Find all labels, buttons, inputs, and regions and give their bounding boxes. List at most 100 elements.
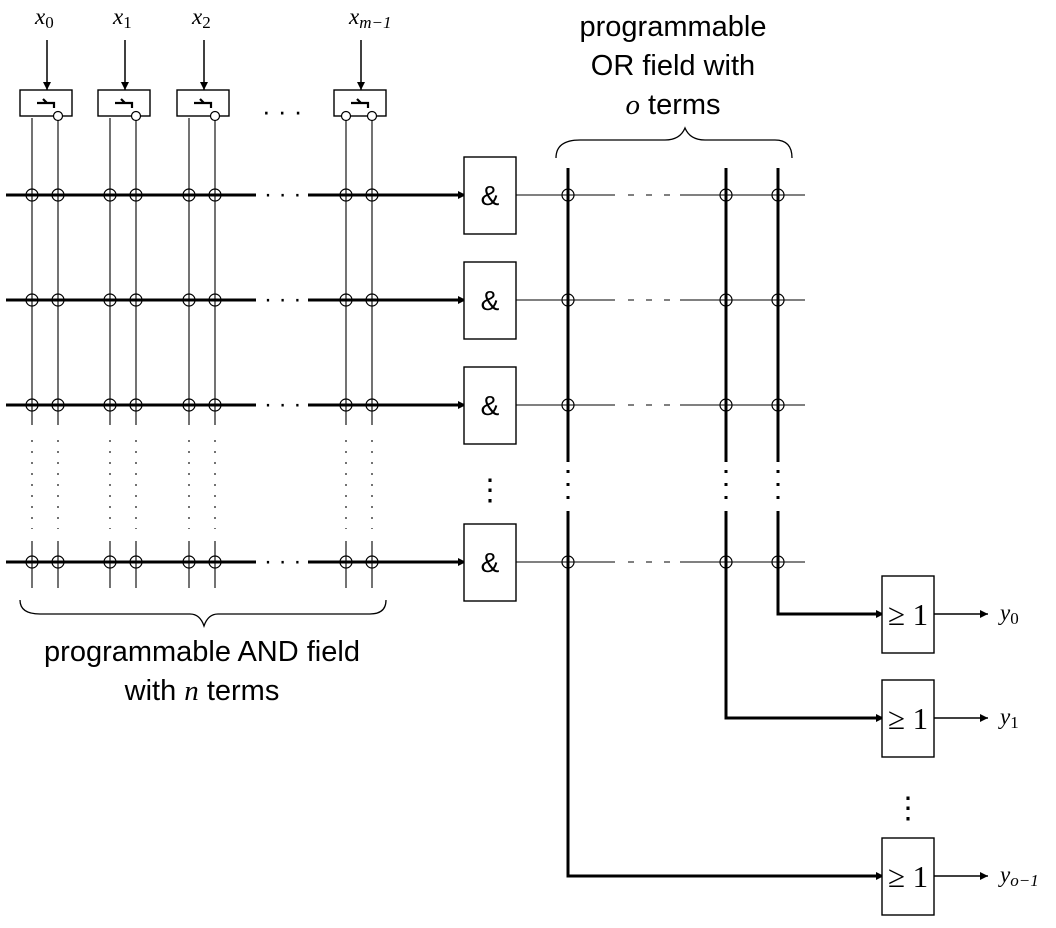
and-junction xyxy=(339,293,353,307)
or-field-brace xyxy=(555,126,793,159)
or-junction xyxy=(771,398,785,412)
and-junction xyxy=(129,293,143,307)
input-subscript: 2 xyxy=(202,13,211,32)
buffer-glyph-icon xyxy=(115,98,134,108)
or-field-label-line3: o terms xyxy=(560,86,786,125)
and-gate-symbol: & xyxy=(481,390,500,421)
input-label: x2 xyxy=(191,4,211,32)
output-subscript: o−1 xyxy=(1010,871,1038,890)
and-junction xyxy=(365,188,379,202)
and-junction xyxy=(208,293,222,307)
and-field-brace xyxy=(19,599,387,629)
output-subscript: 0 xyxy=(1010,609,1019,628)
output-subscript: 1 xyxy=(1010,713,1019,732)
and-junction xyxy=(208,188,222,202)
or-field-label-line1: programmable xyxy=(579,11,767,43)
and-field-terms: terms xyxy=(198,675,280,707)
and-junction xyxy=(129,398,143,412)
and-gate-box xyxy=(463,156,517,235)
and-field-label-line2: with n terms xyxy=(12,672,392,711)
output-label: y0 xyxy=(998,600,1019,628)
or-junction xyxy=(771,188,785,202)
and-junction xyxy=(51,398,65,412)
input-label: xm−1 xyxy=(348,4,391,32)
and-junction xyxy=(182,188,196,202)
and-junction xyxy=(25,555,39,569)
and-row-ellipsis: · · · xyxy=(264,548,301,575)
and-row-ellipsis: · · · xyxy=(264,181,301,208)
or-gate-symbol: ≥ 1 xyxy=(888,701,928,736)
and-junction xyxy=(51,188,65,202)
and-junction xyxy=(103,555,117,569)
and-junction xyxy=(51,555,65,569)
and-gate-symbol: & xyxy=(481,180,500,211)
and-junction xyxy=(129,555,143,569)
and-junction xyxy=(25,188,39,202)
output-label: y1 xyxy=(998,704,1019,732)
input-subscript: 1 xyxy=(123,13,132,32)
or-gate-symbol: ≥ 1 xyxy=(888,597,928,632)
and-junction xyxy=(182,398,196,412)
and-gates-ellipsis: ⋮ xyxy=(475,474,505,507)
or-junction xyxy=(719,398,733,412)
inputs-ellipsis: · · · xyxy=(262,96,302,126)
inverter-bubble-icon xyxy=(340,110,352,122)
and-junction xyxy=(208,555,222,569)
and-junction xyxy=(339,398,353,412)
and-field-label-line1: programmable AND field xyxy=(44,636,360,668)
or-gate-symbol: ≥ 1 xyxy=(888,859,928,894)
input-var: x xyxy=(112,4,124,29)
or-field-var: o xyxy=(625,89,640,121)
and-field-label: programmable AND field with n terms xyxy=(12,633,392,711)
or-junction xyxy=(771,293,785,307)
and-gate-box xyxy=(463,523,517,602)
or-field-terms: terms xyxy=(639,89,721,121)
input-var: x xyxy=(191,4,203,29)
and-junction xyxy=(103,398,117,412)
and-junction xyxy=(129,188,143,202)
and-junction xyxy=(182,555,196,569)
or-gates-ellipsis: ⋮ xyxy=(893,792,923,825)
and-junction xyxy=(103,188,117,202)
junctions xyxy=(25,188,785,569)
or-junction xyxy=(561,555,575,569)
and-junction xyxy=(25,293,39,307)
or-junction xyxy=(719,293,733,307)
or-gate-box xyxy=(881,837,935,916)
and-junction xyxy=(51,293,65,307)
or-junction xyxy=(771,555,785,569)
inverter-bubble-icon xyxy=(130,110,142,122)
and-junction xyxy=(365,293,379,307)
and-gate-symbol: & xyxy=(481,547,500,578)
output-label: yo−1 xyxy=(998,862,1039,890)
output-var: y xyxy=(998,704,1011,729)
or-junction xyxy=(561,293,575,307)
and-gate-box xyxy=(463,366,517,445)
input-subscript: 0 xyxy=(45,13,54,32)
or-field-label: programmable OR field with o terms xyxy=(560,8,786,125)
and-junction xyxy=(208,398,222,412)
and-junction xyxy=(365,398,379,412)
and-junction xyxy=(365,555,379,569)
wires xyxy=(6,40,988,880)
input-var: x xyxy=(348,4,360,29)
input-label: x0 xyxy=(34,4,54,32)
or-junction xyxy=(561,188,575,202)
and-gate-box xyxy=(463,261,517,340)
or-gate-box xyxy=(881,575,935,654)
and-junction xyxy=(25,398,39,412)
input-subscript: m−1 xyxy=(359,13,391,32)
output-var: y xyxy=(998,600,1011,625)
and-field-with: with xyxy=(124,675,185,707)
buffer-glyph-icon xyxy=(194,98,213,108)
gates xyxy=(19,89,935,916)
buffer-glyph-icon xyxy=(351,98,370,108)
inverter-bubble-icon xyxy=(366,110,378,122)
input-var: x xyxy=(34,4,46,29)
and-field-var: n xyxy=(184,675,199,707)
or-junction xyxy=(719,188,733,202)
or-junction xyxy=(719,555,733,569)
and-junction xyxy=(103,293,117,307)
